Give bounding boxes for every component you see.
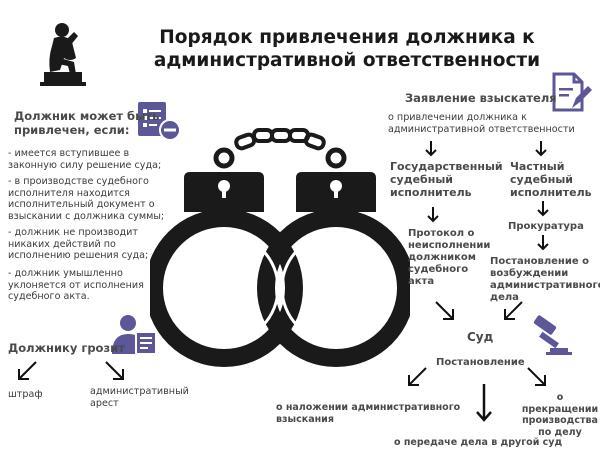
court: Суд — [467, 330, 494, 344]
gavel-icon — [533, 315, 572, 355]
threat-header: Должнику грозит — [8, 341, 125, 355]
outcome-transfer: о передаче дела в другой суд — [394, 437, 563, 448]
arrow-to-termination-icon — [527, 367, 546, 386]
arrow-to-arrest-icon — [105, 361, 124, 380]
statement-header: Заявление взыскателя — [405, 91, 557, 105]
arrow-down-icon — [537, 235, 549, 251]
document-pen-icon — [552, 72, 592, 112]
arrow-down-icon — [425, 141, 437, 157]
arrow-to-penalty-icon — [408, 367, 427, 386]
person-document-icon — [112, 315, 157, 355]
arrow-to-transfer-icon — [476, 384, 492, 422]
prosecutor: Прокуратура — [508, 221, 584, 232]
arrow-down-icon — [537, 201, 549, 217]
page-title: Порядок привлечения должника к администр… — [153, 27, 541, 71]
decision: Постановление — [436, 357, 525, 368]
arrow-to-court-icon — [435, 301, 454, 320]
thinker-statue-icon — [40, 23, 86, 86]
handcuffs-icon — [150, 128, 410, 367]
arrow-to-fine-icon — [18, 361, 37, 380]
debtor-conditions-header: Должник может быть привлечен, если: — [14, 109, 160, 137]
arrow-to-court-icon — [504, 301, 523, 320]
arrow-down-icon — [535, 141, 547, 157]
document-minus-icon — [138, 102, 181, 141]
arrow-down-icon — [427, 207, 439, 223]
threat-fine: штраф — [8, 389, 43, 400]
